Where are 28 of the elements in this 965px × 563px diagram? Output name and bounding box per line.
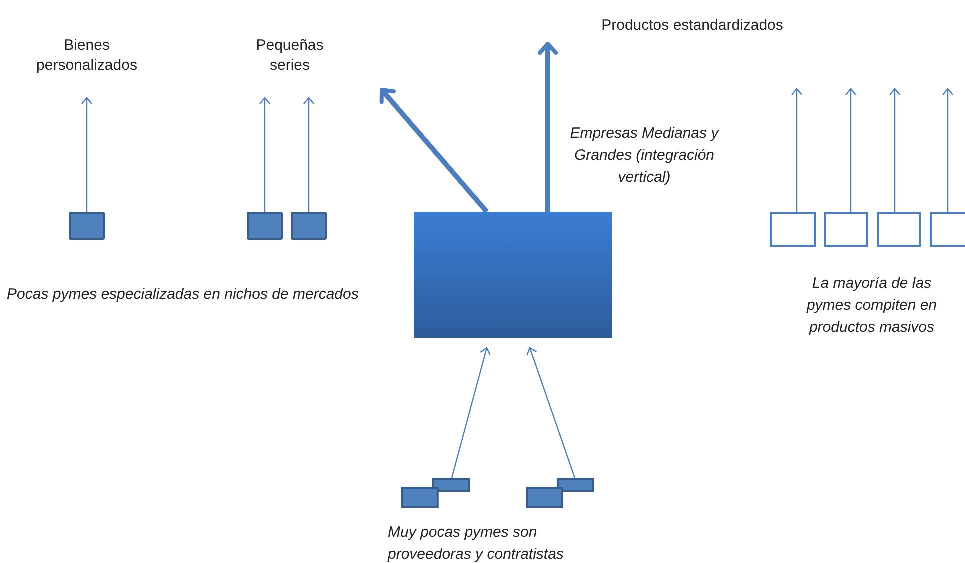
node-caption: Empresas Medianas y Grandes (integración vertical) [569, 124, 720, 188]
arrow [526, 347, 576, 478]
stepped-blocks [526, 478, 594, 508]
arrow [259, 97, 271, 212]
square-block [930, 212, 965, 247]
node-label: Bienes personalizados [27, 36, 147, 78]
node-label: Productos estandardizados [575, 16, 810, 38]
square-block [770, 212, 816, 247]
square-block [877, 212, 921, 247]
caption-text: Muy pocas pymes son proveedoras y contratistas [388, 523, 565, 563]
square-block [247, 212, 283, 240]
stepped-blocks [401, 478, 470, 508]
arrow [81, 97, 93, 212]
arrow [845, 88, 857, 212]
square-block [69, 212, 105, 240]
caption-text: Pocas pymes especializadas en nichos de mercados [7, 285, 360, 305]
square-block [824, 212, 868, 247]
arrow [303, 97, 315, 212]
arrow [791, 88, 803, 212]
arrow [889, 88, 901, 212]
large-block [414, 212, 612, 338]
arrow [380, 88, 489, 214]
arrow [538, 42, 558, 212]
node-label: Pequeñas series [240, 36, 340, 78]
arrow [942, 88, 954, 212]
arrow [451, 347, 491, 478]
caption-text: La mayoría de las pymes compiten en productos masivos [806, 274, 938, 338]
square-block [291, 212, 327, 240]
